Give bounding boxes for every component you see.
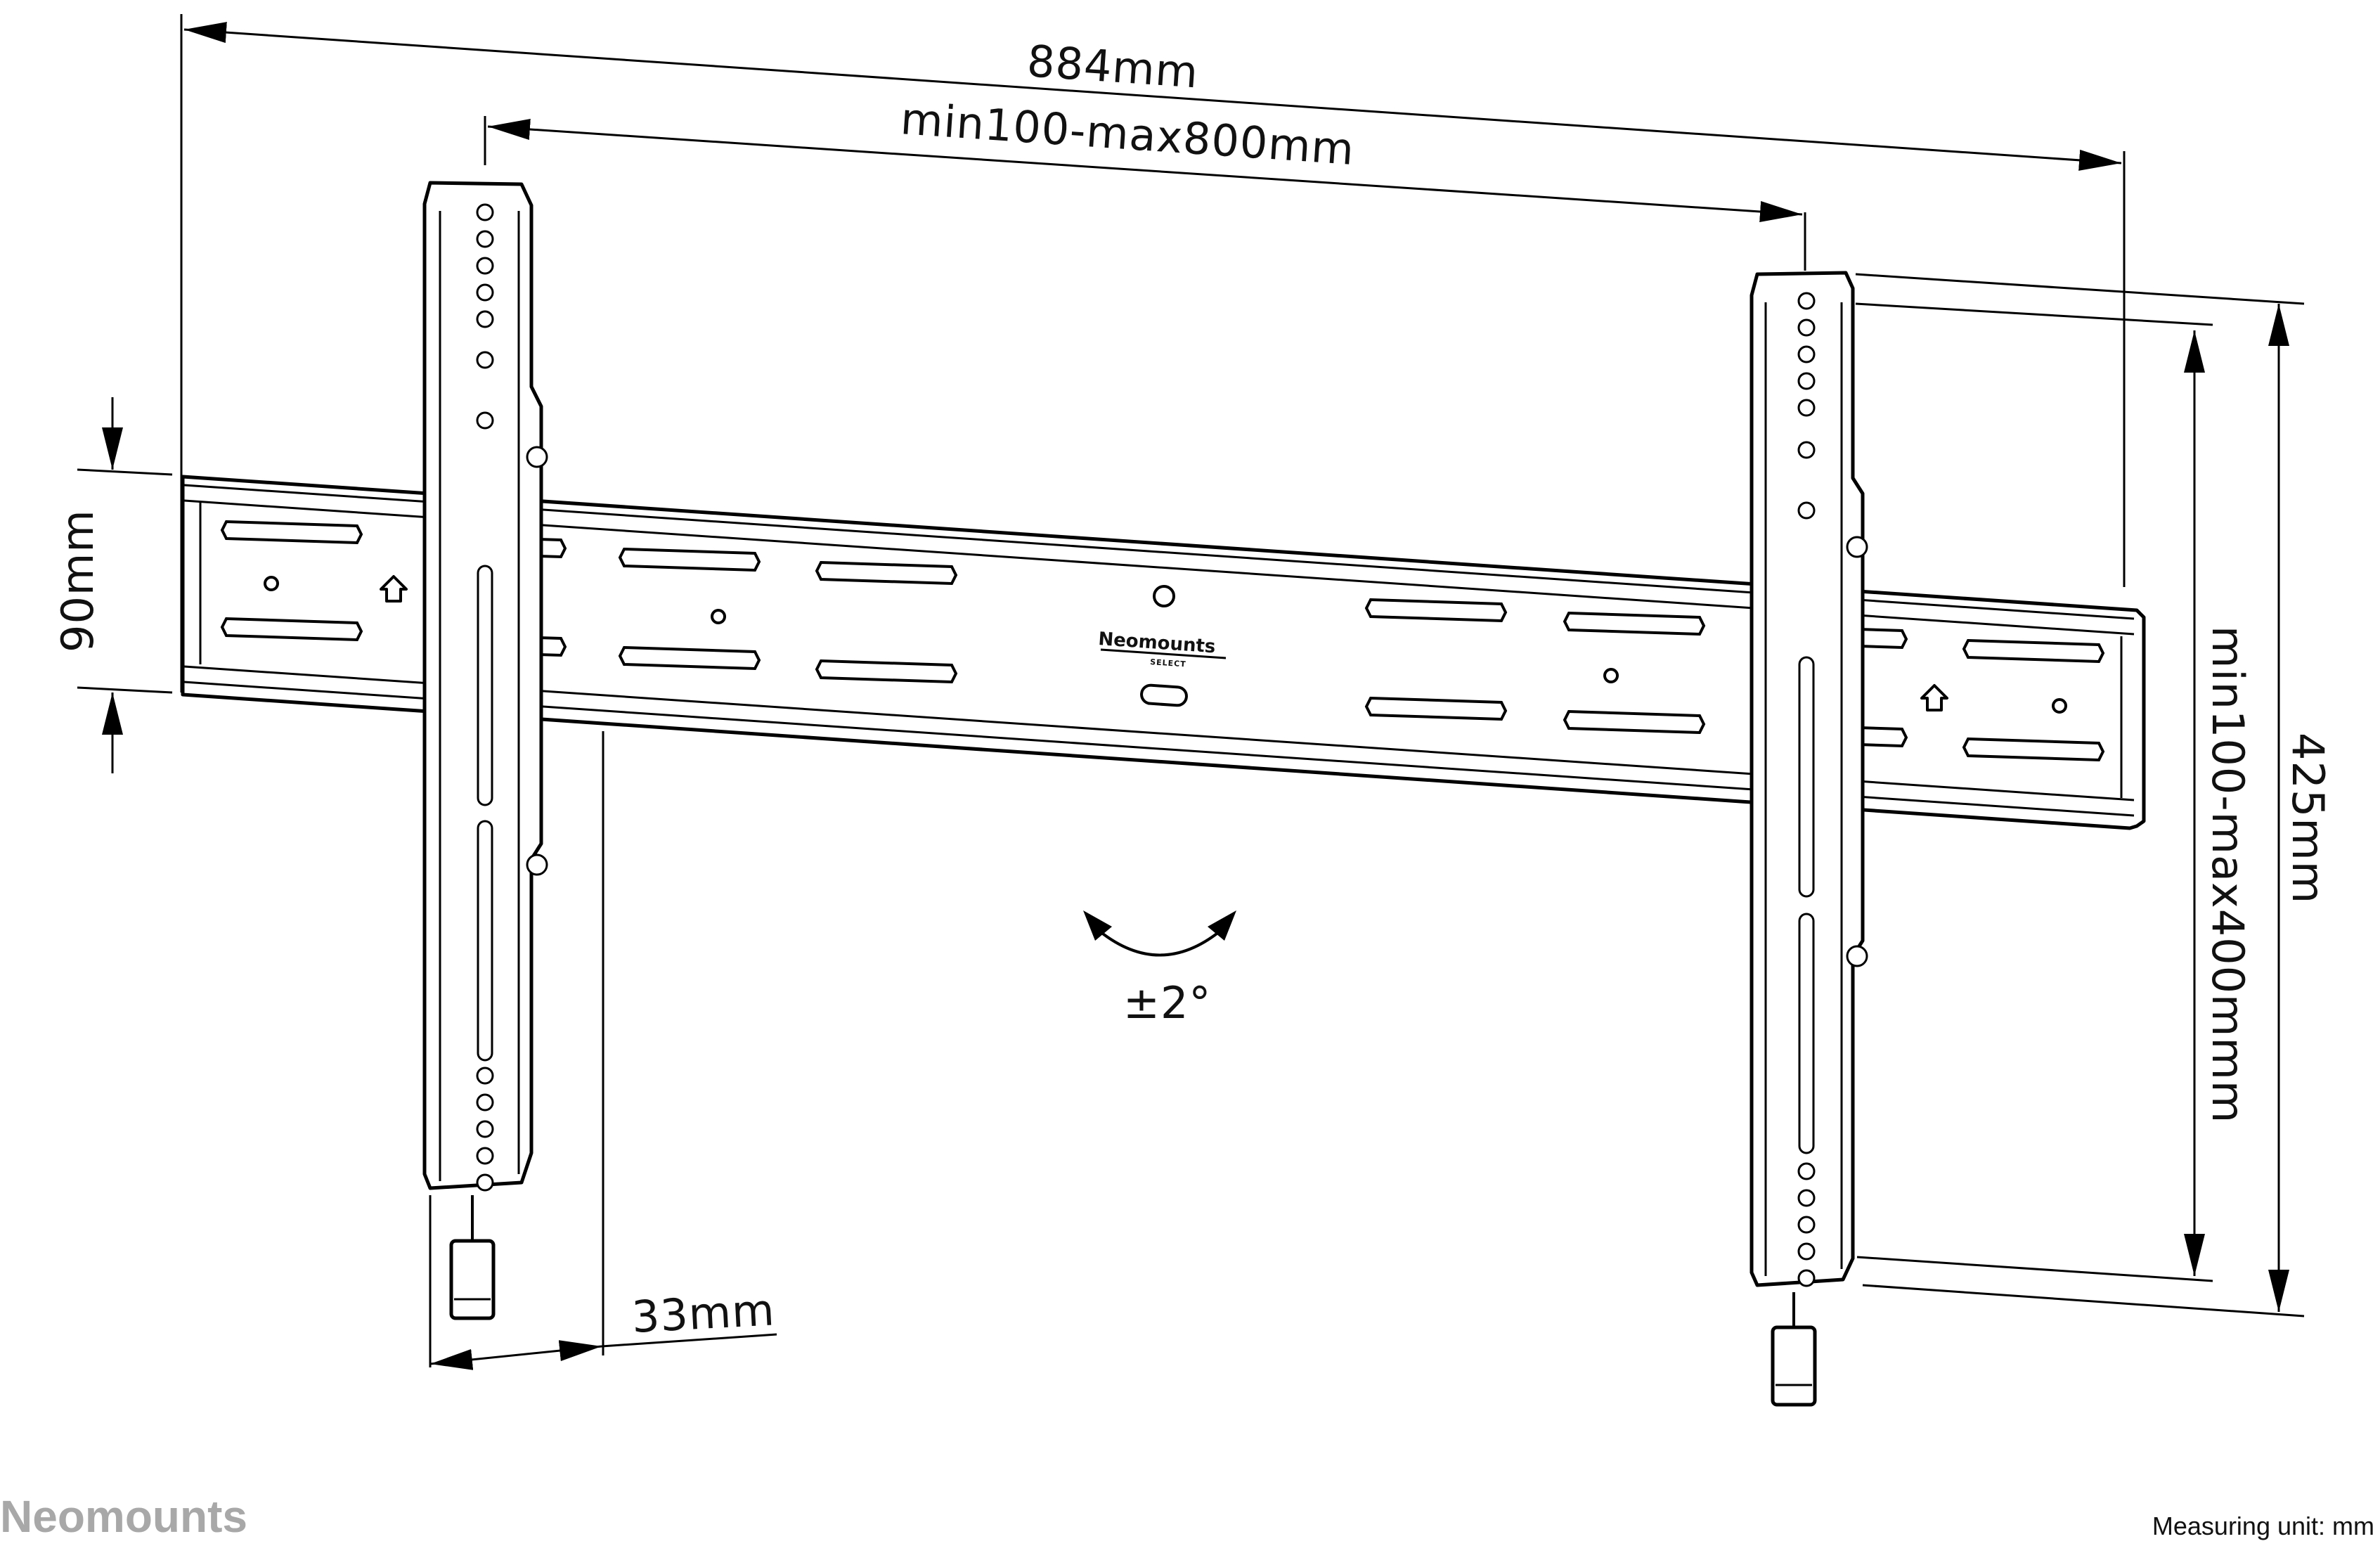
measuring-unit-note: Measuring unit: mm	[2152, 1512, 2374, 1540]
vesa-vertical-label: min100-max400mmm	[2202, 626, 2253, 1123]
wall-distance-label: 33mm	[630, 1284, 776, 1343]
up-arrow-icon	[380, 575, 1948, 711]
overall-width-label: 884mm	[1026, 35, 1201, 98]
tilt-label: ±2°	[1123, 977, 1211, 1029]
dimension-lines	[77, 14, 2305, 1370]
footer-brand-logo: Neomounts	[0, 1491, 247, 1542]
left-tv-arm	[422, 181, 548, 1320]
right-tv-arm	[1750, 271, 1868, 1407]
rail-oval-cutout	[1140, 683, 1188, 707]
rail-height-label: 90mm	[52, 509, 103, 652]
tilt-arc-icon	[1083, 910, 1236, 957]
rail-logo-sub: SELECT	[1150, 657, 1186, 669]
overall-height-label: 425mm	[2282, 733, 2334, 904]
rail-holes	[264, 576, 2067, 714]
